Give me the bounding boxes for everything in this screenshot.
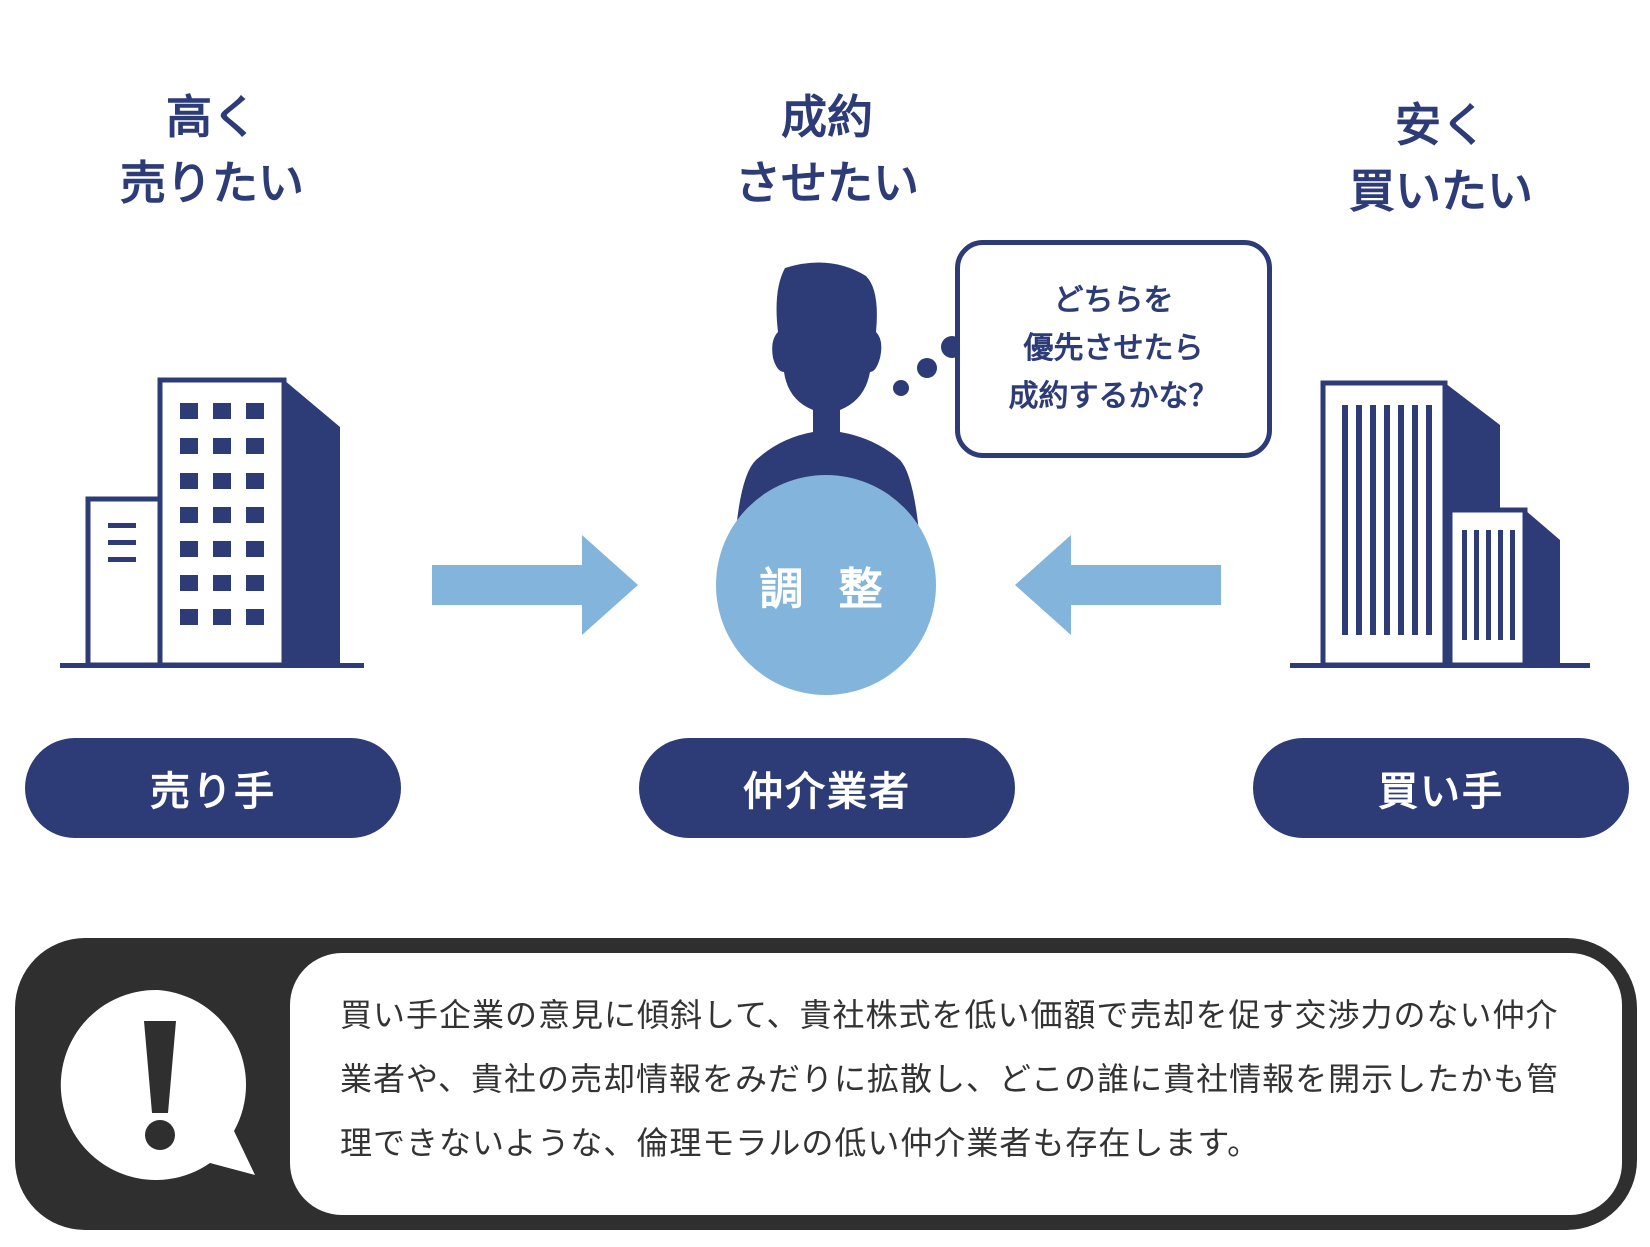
right-arrow-icon [432,535,638,635]
seller-heading: 高く 売りたい [120,90,304,210]
warning-panel: 買い手企業の意見に傾斜して、貴社株式を低い価額で売却を促す交渉力のない仲介業者や… [290,953,1622,1215]
broker-person-icon [716,262,936,695]
thought-bubble: どちらを 優先させたら 成約するかな？ [955,240,1272,458]
buyer-label: 買い手 [1253,738,1629,838]
buyer-heading: 安く 買いたい [1349,98,1533,218]
thought-text: どちらを 優先させたら 成約するかな？ [1008,283,1219,414]
adjustment-label: 調 整 [759,564,893,615]
buyer-building-icon [1290,380,1590,668]
exclamation-speech-icon [60,989,256,1180]
left-arrow-icon [1015,535,1221,635]
warning-text: 買い手企業の意見に傾斜して、貴社株式を低い価額で売却を促す交渉力のない仲介業者や… [340,996,1560,1162]
broker-heading: 成約 させたい [735,90,919,210]
thought-dots-icon [893,336,960,396]
seller-building-icon [60,377,364,668]
seller-label: 売り手 [25,738,401,838]
broker-label: 仲介業者 [639,738,1015,838]
